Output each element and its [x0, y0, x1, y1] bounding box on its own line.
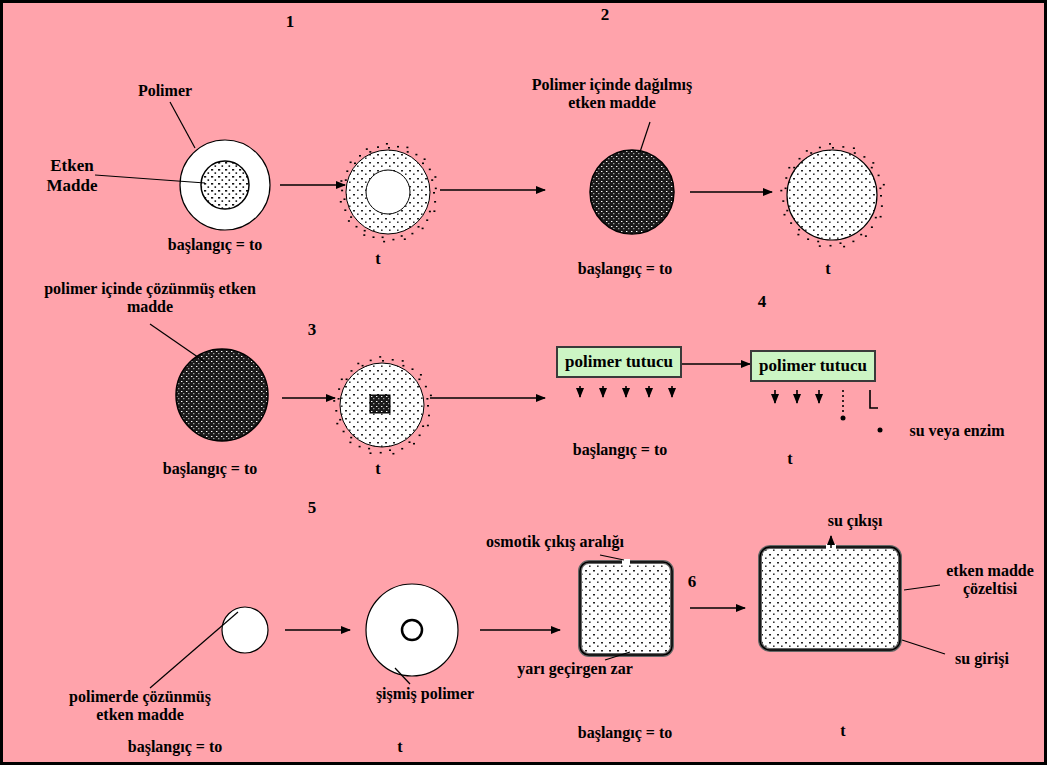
label: t — [787, 450, 792, 468]
label: t — [375, 460, 380, 478]
label: t — [840, 722, 845, 740]
label: etken madde çözeltisi — [934, 562, 1046, 599]
box-text: polimer tutucu — [759, 356, 867, 376]
label: başlangıç = to — [163, 460, 257, 478]
label: polimer içinde çözünmüş etken madde — [43, 280, 258, 317]
label: Polimer içinde dağılmış etken madde — [512, 76, 712, 113]
connector-arrow — [682, 363, 750, 365]
holder-box: polimer tutucu — [750, 350, 876, 382]
label: başlangıç = to — [573, 441, 667, 459]
holder-box: polimer tutucu — [556, 346, 682, 378]
label: başlangıç = to — [128, 738, 222, 756]
callout-number: 2 — [601, 5, 610, 25]
label: başlangıç = to — [168, 236, 262, 254]
callout-number: 5 — [308, 498, 317, 518]
label: şişmiş polimer — [376, 685, 474, 703]
label: t — [825, 260, 830, 278]
box-text: polimer tutucu — [565, 352, 673, 372]
label: su veya enzim — [909, 422, 1004, 440]
label: osmotik çıkış aralığı — [486, 533, 624, 551]
callout-number: 4 — [758, 292, 767, 312]
label: t — [375, 250, 380, 268]
label: t — [397, 738, 402, 756]
callout-number: 3 — [308, 320, 317, 340]
label: başlangıç = to — [578, 260, 672, 278]
callout-number: 6 — [688, 572, 697, 592]
callout-number: 1 — [286, 12, 295, 32]
label: başlangıç = to — [578, 724, 672, 742]
label: yarı geçirgen zar — [517, 660, 633, 678]
label: su girişi — [955, 650, 1009, 668]
label: polimerde çözünmüş etken madde — [53, 688, 228, 725]
label: Etken Madde — [41, 156, 103, 195]
label: su çıkışı — [828, 512, 883, 530]
label: Polimer — [138, 82, 192, 100]
